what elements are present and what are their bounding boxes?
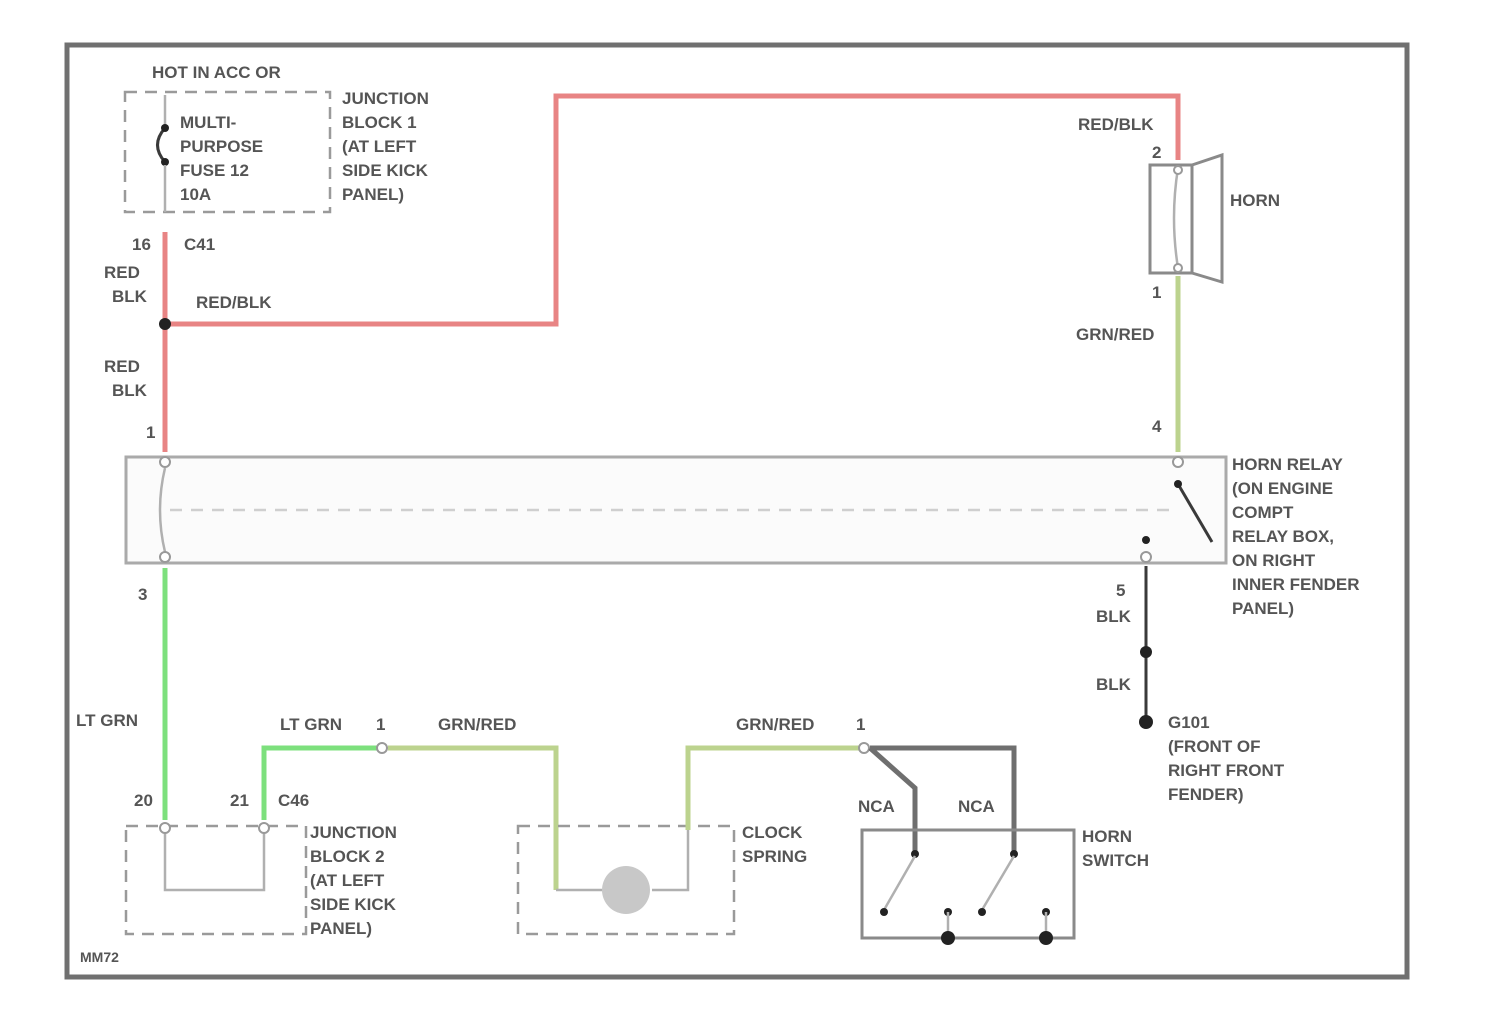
fuse-label-line-1: MULTI- [180,113,236,132]
nca-label-2: NCA [958,797,995,816]
red-blk-horn-label: RED/BLK [1078,115,1154,134]
red-blk-splice-label: RED/BLK [196,293,272,312]
lt-grn-jb-label: LT GRN [280,715,342,734]
red-blk-vert-1-a: RED [104,263,140,282]
junction-block-2-bus [165,830,264,890]
horn-relay-label-4: RELAY BOX, [1232,527,1334,546]
junction-block-2-label-2: BLOCK 2 [310,847,385,866]
horn-switch-contacts [880,850,1053,945]
figure-id: MM72 [80,949,119,965]
horn-switch-label-2: SWITCH [1082,851,1149,870]
horn-symbol [1150,155,1222,282]
junction-block-1-label-5: PANEL) [342,185,404,204]
grn-red-wire-mid [388,748,556,890]
ground-label-3: RIGHT FRONT [1168,761,1285,780]
grn-red-wire-right [688,748,862,830]
junction-block-1-label-3: (AT LEFT [342,137,417,156]
relay-pin-3-label: 3 [138,585,147,604]
horn-relay-label-3: COMPT [1232,503,1294,522]
switch-connector [859,743,869,753]
ground-label-4: FENDER) [1168,785,1244,804]
ground-label-2: (FRONT OF [1168,737,1261,756]
junction-block-2-label-3: (AT LEFT [310,871,385,890]
horn-label: HORN [1230,191,1280,210]
grn-red-right-label: GRN/RED [736,715,814,734]
relay-pin-1-top-label: 1 [146,423,155,442]
grn-red-mid-label: GRN/RED [438,715,516,734]
relay-pin-5-label: 5 [1116,581,1125,600]
horn-relay-label-5: ON RIGHT [1232,551,1316,570]
horn-relay-label-2: (ON ENGINE [1232,479,1333,498]
clock-pin-1-label: 1 [376,715,385,734]
connector-c46-label: C46 [278,791,309,810]
pin-21-label: 21 [230,791,249,810]
nca-label-1: NCA [858,797,895,816]
horn-relay-label-7: PANEL) [1232,599,1294,618]
junction-block-2-label-1: JUNCTION [310,823,397,842]
pin-20-label: 20 [134,791,153,810]
horn-pin-1-label: 1 [1152,283,1161,302]
ground-g101 [1139,715,1153,729]
grn-red-horn-label: GRN/RED [1076,325,1154,344]
hot-in-acc-note: HOT IN ACC OR [152,63,281,82]
relay-pin-4-label: 4 [1152,417,1162,436]
junction-block-2-label-5: PANEL) [310,919,372,938]
horn-switch-label-1: HORN [1082,827,1132,846]
ground-label-1: G101 [1168,713,1210,732]
blk-label-2: BLK [1096,675,1132,694]
junction-block-2-label-4: SIDE KICK [310,895,397,914]
red-blk-vert-1-b: BLK [112,287,148,306]
junction-block-1-label-1: JUNCTION [342,89,429,108]
splice-node [159,318,171,330]
red-blk-wire-to-horn [165,96,1178,324]
clock-spring-label-1: CLOCK [742,823,803,842]
horn-relay-label-6: INNER FENDER [1232,575,1360,594]
clock-spring-label-2: SPRING [742,847,807,866]
lt-grn-left-label: LT GRN [76,711,138,730]
red-blk-vert-2-b: BLK [112,381,148,400]
connector-c41-label: C41 [184,235,215,254]
junction-block-1-label-2: BLOCK 1 [342,113,417,132]
switch-pin-1-label: 1 [856,715,865,734]
fuse-label-line-4: 10A [180,185,211,204]
pin-16-label: 16 [132,235,151,254]
junction-block-1-label-4: SIDE KICK [342,161,429,180]
fuse-label-line-3: FUSE 12 [180,161,249,180]
blk-splice-node [1140,646,1152,658]
clock-spring-coil [602,866,650,914]
fuse-symbol [158,95,170,212]
clock-connector [377,743,387,753]
junction-block-2 [126,826,306,934]
horn-switch [862,830,1074,938]
horn-relay-label-1: HORN RELAY [1232,455,1343,474]
fuse-label-line-2: PURPOSE [180,137,263,156]
blk-label-1: BLK [1096,607,1132,626]
red-blk-vert-2-a: RED [104,357,140,376]
horn-pin-2-label: 2 [1152,143,1161,162]
